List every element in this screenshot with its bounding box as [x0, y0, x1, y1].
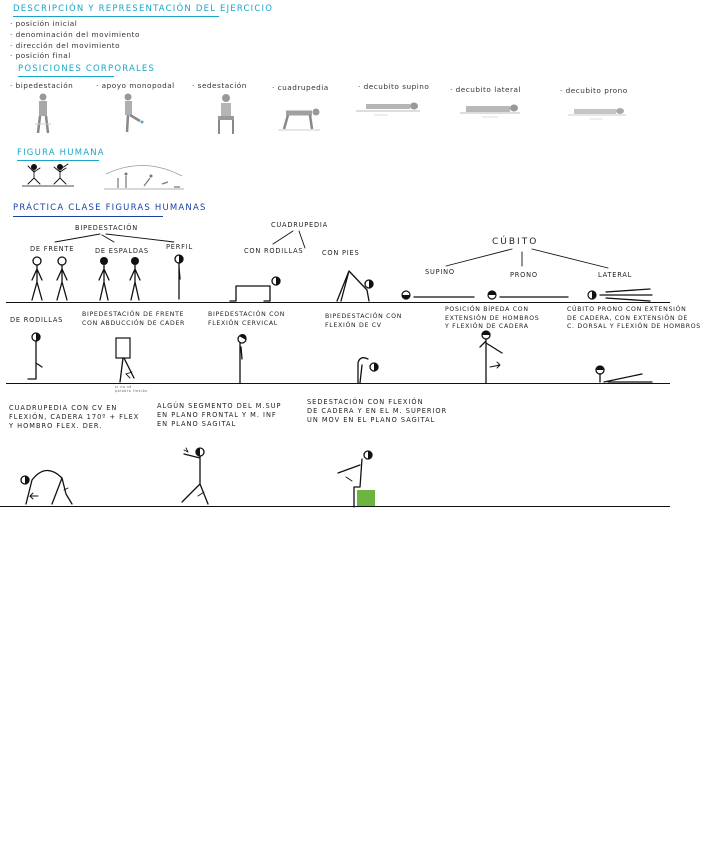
- photo-apoyo-monopodal: [118, 92, 146, 136]
- bullet-1: · posición inicial: [10, 19, 77, 28]
- label-supino: SUPINO: [425, 268, 455, 276]
- figure-lying-supine: [400, 290, 476, 302]
- heading-underline: [13, 16, 219, 17]
- figure-lying-prone: [486, 290, 570, 302]
- bullet-2: · denominación del movimiento: [10, 30, 140, 39]
- label-cuadrupedia-cv: CUADRUPEDIA CON CV EN FLEXIÓN, CADERA 17…: [9, 404, 139, 431]
- figure-cv-flexion: [354, 353, 382, 385]
- ground-line-row2: [6, 383, 670, 384]
- section-title-human-figure: Figura humana: [17, 148, 105, 158]
- section-title-practice: Práctica clase figuras humanas: [13, 203, 207, 213]
- label-de-rodillas: DE RODILLAS: [10, 316, 63, 324]
- position-label-bipedestacion: · bipedestación: [10, 81, 73, 90]
- position-label-decubito-supino: · decubito supino: [358, 82, 429, 91]
- position-label-apoyo-monopodal: · apoyo monopodal: [96, 81, 175, 90]
- tree-lines-cubito: [440, 246, 630, 270]
- position-label-decubito-prono: · decubito prono: [560, 86, 628, 95]
- label-de-espaldas: DE ESPALDAS: [95, 247, 149, 255]
- human-figure-jumpers-sketch: [22, 162, 74, 188]
- photo-decubito-prono: [568, 106, 626, 122]
- position-label-sedestacion: · sedestación: [192, 81, 247, 90]
- position-label-cuadrupedia: · cuadrupedia: [272, 83, 329, 92]
- figure-back-2: [126, 256, 144, 302]
- bullet-4: · posición final: [10, 51, 71, 60]
- figure-quadruped-knees: [232, 275, 282, 303]
- figure-lying-lateral: [586, 288, 656, 302]
- section-title-description: Descripción y representación del ejercic…: [13, 4, 273, 14]
- heading-underline: [17, 160, 99, 161]
- figure-shoulder-extension: [478, 329, 508, 385]
- figure-front-2: [53, 256, 71, 302]
- bullet-3: · dirección del movimiento: [10, 41, 120, 50]
- label-bip-flexion-cervical: BIPEDESTACIÓN CON FLEXIÓN CERVICAL: [208, 311, 285, 328]
- ground-line-row1: [6, 302, 670, 303]
- figure-quadruped-feet: [333, 266, 377, 304]
- label-de-frente: DE FRENTE: [30, 245, 74, 253]
- ground-line-row3: [0, 506, 670, 507]
- figure-frontal-sagittal: [178, 444, 214, 506]
- figure-kneeling: [24, 331, 48, 383]
- photo-decubito-supino: [356, 100, 420, 120]
- photo-bipedestacion: [32, 92, 54, 136]
- figure-cervical-flexion: [232, 331, 252, 385]
- figure-abduction: [108, 336, 138, 386]
- label-con-rodillas: CON RODILLAS: [244, 247, 303, 255]
- human-figure-jump-arc-sketch: [104, 162, 184, 190]
- label-bip-abduccion: BIPEDESTACIÓN DE FRENTE CON ABDUCCIÓN DE…: [82, 311, 185, 328]
- label-perfil: PERFIL: [166, 243, 193, 251]
- figure-quadruped-cv-flexion: [18, 468, 78, 508]
- label-algun-segmento: ALGÚN SEGMENTO DEL M.SUP EN PLANO FRONTA…: [157, 402, 282, 429]
- figure-profile: [170, 253, 188, 301]
- photo-decubito-lateral: [460, 101, 520, 121]
- green-stool: [357, 490, 375, 506]
- section-title-positions: Posiciones corporales: [18, 64, 155, 74]
- tiny-note-abduction: si no sé palabra flexión: [115, 386, 148, 393]
- photo-cuadrupedia: [278, 103, 322, 133]
- photo-sedestacion: [213, 92, 239, 136]
- label-con-pies: CON PIES: [322, 249, 360, 257]
- heading-underline: [18, 76, 114, 77]
- heading-underline: [13, 216, 163, 217]
- figure-back-1: [95, 256, 113, 302]
- label-prono: PRONO: [510, 271, 538, 279]
- label-cubito-prono: CÚBITO PRONO CON EXTENSIÓN DE CADERA, CO…: [567, 306, 701, 332]
- label-posicion-bipeda: POSICIÓN BÍPEDA CON EXTENSIÓN DE HOMBROS…: [445, 306, 539, 332]
- label-lateral: LATERAL: [598, 271, 632, 279]
- label-sedestacion-flexion: SEDESTACIÓN CON FLEXIÓN DE CADERA Y EN E…: [307, 398, 447, 425]
- position-label-decubito-lateral: · decubito lateral: [450, 85, 521, 94]
- label-bip-flexion-cv: BIPEDESTACIÓN CON FLEXIÓN DE CV: [325, 313, 402, 330]
- figure-front-1: [28, 256, 46, 302]
